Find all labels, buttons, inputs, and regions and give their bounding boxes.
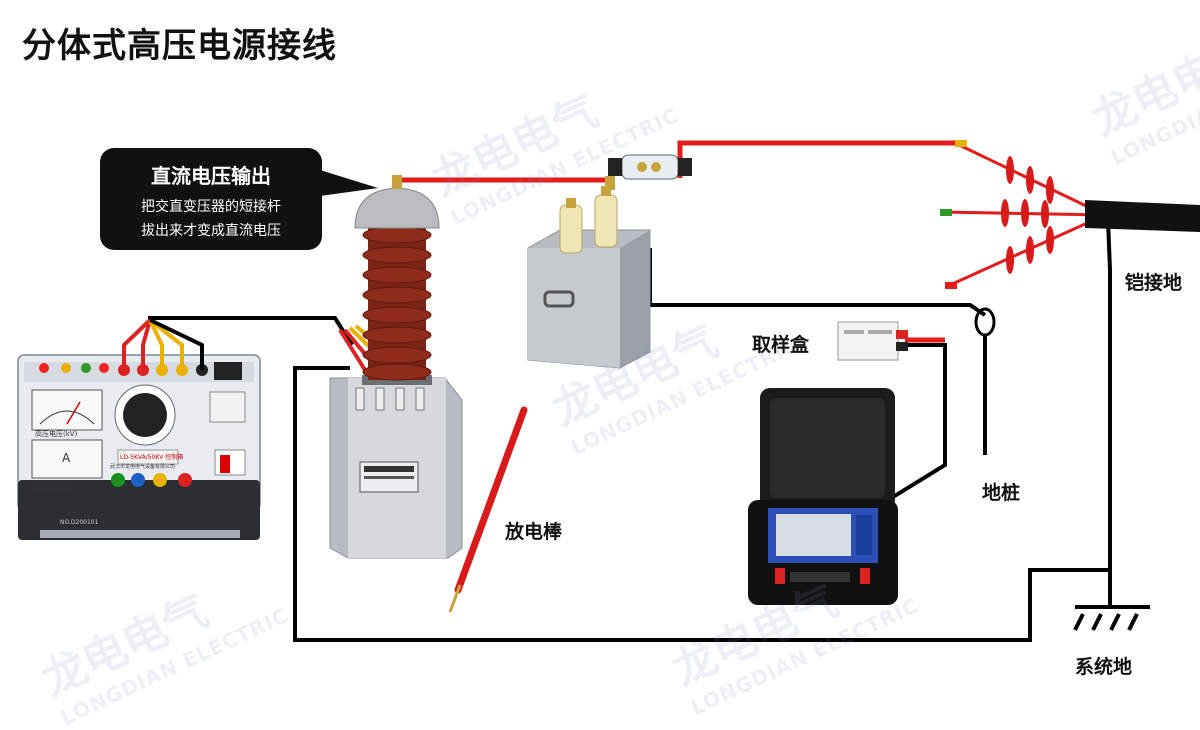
hv-cable [939,140,1200,289]
console-to-transformer-wire [148,316,354,347]
callout-line2: 拔出来才变成直流电压 [141,223,281,239]
dc-output-callout: 直流电压输出 把交直变压器的短接杆 拔出来才变成直流电压 [100,148,322,250]
callout-heading: 直流电压输出 [151,164,271,188]
measurement-instrument [748,388,898,605]
armor-ground-label: 铠接地 [1125,272,1183,294]
hv-capacitor [527,186,651,369]
page-title: 分体式高压电源接线 [22,26,337,66]
control-console [17,354,261,540]
discharge-rod-label: 放电棒 [505,521,563,543]
callout-pointer [320,170,378,196]
discharge-rod [448,406,528,613]
callout-line1: 把交直变压器的短接杆 [141,199,281,215]
console-maker-text: 武汉市龙电电气设备有限公司 [110,463,175,470]
system-ground-label: 系统地 [1075,656,1133,678]
sampling-box [837,321,908,361]
test-transformer [329,175,463,559]
ground-stake-label: 地桩 [982,482,1021,504]
earth-ground-symbol [1073,605,1150,631]
console-model-text: LD-5KVA/50KV 控制箱 [120,453,183,461]
armor-ground-wire [1106,219,1112,570]
ground-stake [974,307,996,337]
sampling-box-to-instrument-wire [878,343,947,507]
sampling-box-label: 取样盒 [752,334,810,356]
console-meter1-text: 高压电压(kV) [35,429,78,438]
console-meter3-text: 低压电流(A) [34,485,73,494]
console-meter2-text: A [62,451,71,465]
hv-to-cable-wire [677,140,955,178]
wiring-diagram: 高压电压(kV) A 低压电流(A) LD-5KVA/50KV 控制箱 武汉市龙… [17,140,1200,642]
console-serial-text: NO.D200101 [60,519,99,526]
hv-rectifier [605,154,692,190]
